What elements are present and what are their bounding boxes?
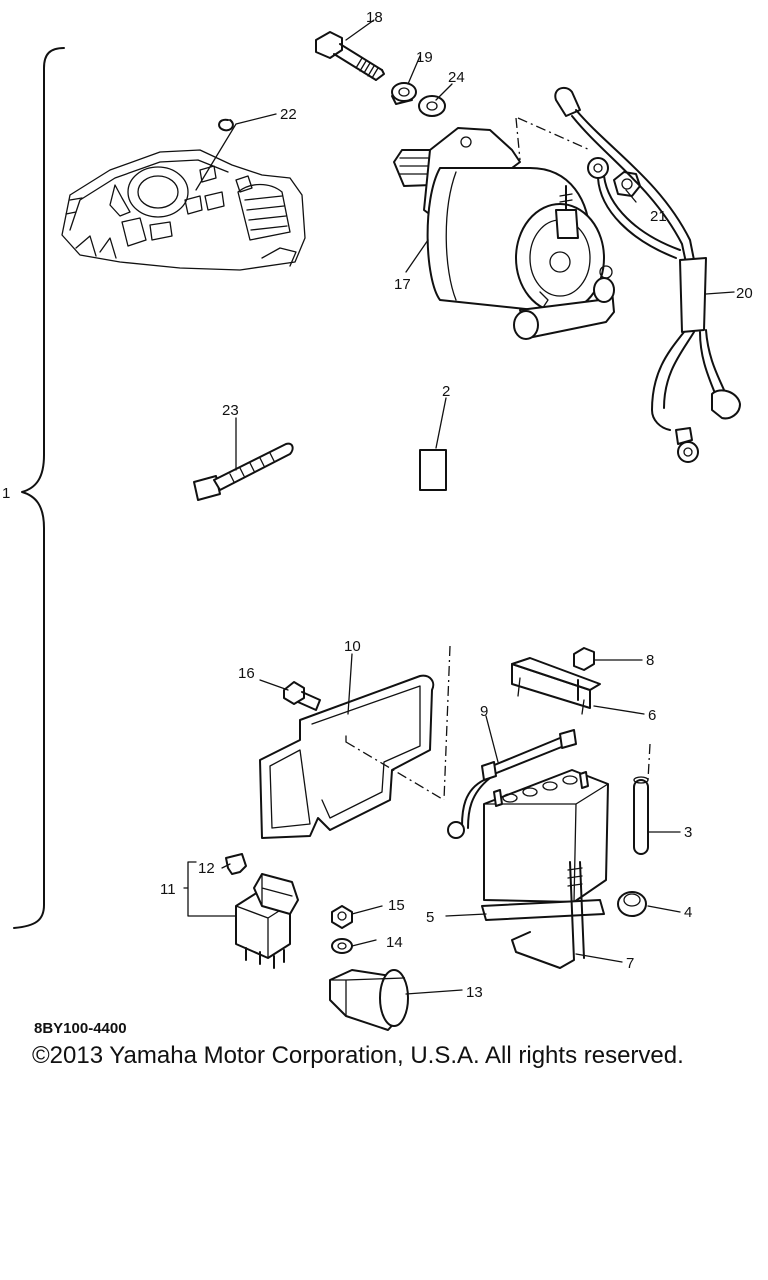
callout-12: 12: [198, 860, 215, 877]
part-14-washer: [331, 938, 353, 954]
callout-6: 6: [648, 707, 656, 724]
callout-11: 11: [160, 881, 176, 898]
callout-14: 14: [386, 934, 403, 951]
callout-20: 20: [736, 285, 753, 302]
part-2-pad: [419, 449, 447, 491]
part-12-cap: [225, 853, 247, 875]
callout-19: 19: [416, 49, 433, 66]
callout-24: 24: [448, 69, 465, 86]
part-9-battery-lead: [447, 729, 577, 839]
callout-16: 16: [238, 665, 255, 682]
part-3-vent-tube: [633, 776, 649, 855]
part-6-battery-bracket: [511, 657, 601, 715]
callout-5: 5: [426, 909, 434, 926]
callout-23: 23: [222, 402, 239, 419]
diagram-code: 8BY100-4400: [34, 1020, 127, 1037]
part-16-bolt: [283, 681, 321, 711]
engine-block-sketch: [61, 149, 306, 271]
part-22-clip: [218, 118, 234, 132]
part-24-washer: [418, 95, 446, 117]
part-8-nut: [573, 647, 595, 671]
leader-lines: [183, 19, 735, 995]
callout-13: 13: [466, 984, 483, 1001]
part-15-nut: [331, 905, 353, 929]
callout-22: 22: [280, 106, 297, 123]
callout-10: 10: [344, 638, 361, 655]
callout-21: 21: [650, 208, 667, 225]
exploded-parts-diagram: 1 2 3 4 5 6 7 8 9 10 11 12 13 14 15 16 1…: [2, 9, 753, 1031]
callout-2: 2: [442, 383, 450, 400]
part-13-rectifier: [329, 969, 409, 1031]
callout-18: 18: [366, 9, 383, 26]
part-7-hold-down-rod: [511, 861, 585, 969]
part-20-motor-lead: [554, 86, 741, 463]
part-23-cable-tie: [193, 442, 294, 501]
part-21-nut: [613, 171, 641, 197]
part-18-bolt: [315, 31, 385, 81]
callout-9: 9: [480, 703, 488, 720]
assembly-brace: [13, 47, 65, 929]
callout-8: 8: [646, 652, 654, 669]
callout-1: 1: [2, 485, 10, 502]
callout-3: 3: [684, 824, 692, 841]
callout-17: 17: [394, 276, 411, 293]
part-5-battery-tray: [481, 899, 605, 921]
part-4-grommet: [617, 891, 647, 917]
reference-line-upper: [515, 117, 591, 161]
callout-15: 15: [388, 897, 405, 914]
callout-7: 7: [626, 955, 634, 972]
callout-4: 4: [684, 904, 692, 921]
part-10-battery-cover: [259, 674, 435, 839]
part-19-lock-washer: [391, 82, 417, 105]
reference-line-lower: [345, 645, 651, 801]
part-11-relay: [235, 873, 299, 969]
copyright-notice: ©2013 Yamaha Motor Corporation, U.S.A. A…: [32, 1042, 684, 1069]
battery: [483, 769, 609, 903]
part-17-starter-motor: [393, 127, 615, 340]
